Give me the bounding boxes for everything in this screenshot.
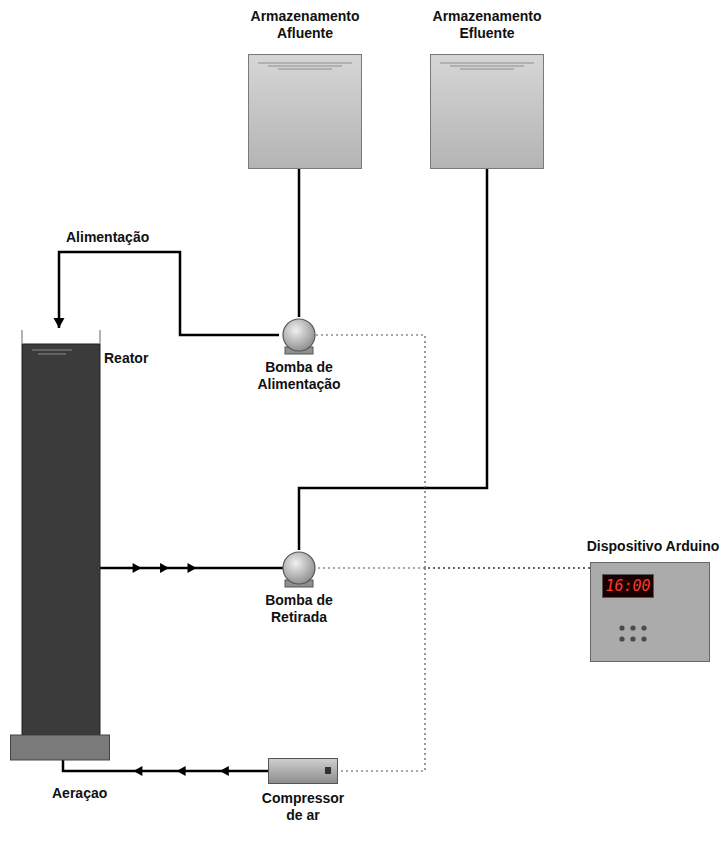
arrow-head	[54, 318, 65, 328]
pipe-line	[63, 760, 268, 771]
arrow-head	[177, 766, 186, 776]
storage-tank: Armazenamento Efluente	[422, 6, 552, 170]
reactor-wall	[99, 330, 101, 344]
tank-shape	[248, 54, 362, 169]
node-label: Bomba de Alimentação	[238, 359, 360, 393]
storage-tank: Armazenamento Afluente	[240, 6, 370, 170]
reactor-column	[22, 344, 100, 735]
node-label: Armazenamento Afluente	[240, 8, 370, 42]
liquid-line	[278, 69, 332, 70]
control-signal-line	[338, 568, 590, 771]
dotted-wire	[338, 568, 590, 771]
control-signal-line	[315, 335, 590, 568]
pump: Bomba de Retirada	[238, 550, 360, 642]
dotted-wire	[315, 335, 590, 568]
liquid-line	[460, 69, 514, 70]
controller-device: Dispositivo Arduino 16:00	[582, 538, 724, 668]
pipe-line	[298, 169, 301, 317]
node-label: Dispositivo Arduino	[582, 538, 724, 555]
flow-pipe	[299, 169, 300, 317]
air-compressor: Compressor de ar	[250, 758, 356, 838]
pump-shape	[279, 317, 319, 355]
controller-box	[591, 563, 710, 662]
node-label: Bomba de Retirada	[238, 592, 360, 626]
compressor-indicator	[325, 767, 331, 774]
liquid-line	[450, 66, 524, 67]
reactor-base	[11, 735, 110, 760]
pump-symbol	[283, 552, 315, 584]
display-readout: 16:00	[602, 574, 654, 598]
pipe-line	[59, 252, 279, 335]
storage-tank	[249, 55, 362, 169]
compressor-shape	[268, 758, 338, 784]
liquid-line	[268, 66, 342, 67]
edge-label: Aeraçao	[50, 785, 109, 802]
button-dot	[619, 625, 624, 630]
tank-shape	[430, 54, 544, 169]
water-line	[32, 350, 72, 351]
node-label: Compressor de ar	[258, 790, 348, 824]
compressor-body	[269, 759, 338, 784]
arrow-head	[133, 766, 142, 776]
button-dot	[630, 636, 635, 641]
pump-symbol	[283, 319, 315, 351]
arrow-head	[188, 563, 197, 573]
arrow-head	[133, 563, 142, 573]
button-dot	[619, 636, 624, 641]
button-dot	[641, 636, 646, 641]
node-label: Armazenamento Efluente	[422, 8, 552, 42]
storage-tank	[431, 55, 544, 169]
button-dot	[641, 625, 646, 630]
reactor-wall	[21, 330, 23, 344]
reactor-shape	[10, 330, 110, 760]
pump: Bomba de Alimentação	[238, 317, 360, 409]
arrow-head	[160, 563, 169, 573]
arrow-head	[220, 766, 229, 776]
node-label: Reator	[104, 350, 164, 367]
reactor-column: Reator	[8, 330, 168, 762]
liquid-line	[440, 63, 534, 64]
button-dot	[630, 625, 635, 630]
liquid-line	[258, 63, 352, 64]
flow-pipe	[63, 760, 268, 776]
flow-pipe	[54, 252, 280, 335]
water-line	[38, 354, 66, 355]
flow-pipe	[100, 563, 283, 573]
edge-label: Alimentação	[64, 229, 151, 246]
pump-shape	[279, 550, 319, 588]
